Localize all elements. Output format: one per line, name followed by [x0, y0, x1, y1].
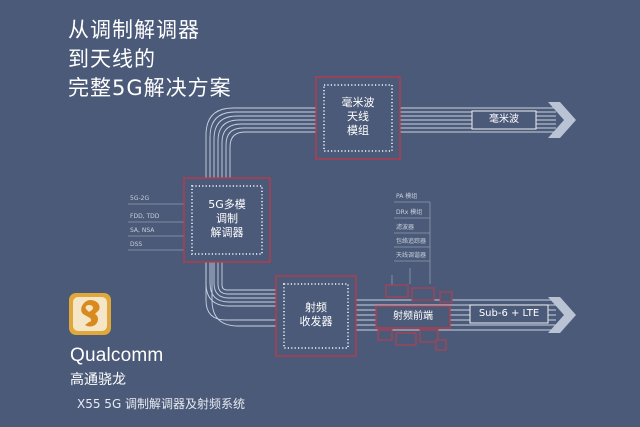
upper-signal-bus	[205, 107, 556, 178]
mmwave-output-label: 毫米波	[489, 114, 519, 125]
modem-label-line-3: 解调器	[210, 226, 244, 239]
headline-line-1: 从调制解调器	[68, 18, 200, 42]
mmwave-module-chip	[315, 76, 401, 160]
mmwave-label-line-1: 毫米波	[341, 96, 375, 109]
rffe-component-antenna-tuner: 天线调谐器	[396, 252, 427, 259]
rffe-component-filter: 滤波器	[396, 224, 415, 231]
headline-line-3: 完整5G解决方案	[68, 76, 232, 100]
transceiver-label-line-2: 收发器	[299, 315, 333, 328]
brand-wordmark: Qualcomm	[70, 345, 164, 366]
sub6-output-box	[469, 304, 549, 324]
mmwave-output-box	[471, 110, 537, 130]
mmwave-module-label: 毫米波 天线 模组	[316, 96, 400, 138]
rffe-chip-outline	[375, 305, 451, 329]
mmwave-label-line-3: 模组	[347, 124, 369, 137]
modem-chip	[183, 177, 271, 263]
headline-line-2: 到天线的	[68, 47, 156, 71]
mmwave-output-arrowhead	[548, 102, 576, 138]
snapdragon-logo-icon	[68, 292, 112, 336]
product-caption: X55 5G 调制解调器及射频系统	[77, 397, 246, 411]
modem-feature-5g-2g: 5G-2G	[130, 195, 150, 202]
rffe-component-connectors	[391, 201, 431, 290]
modem-label-line-1: 5G多模	[208, 198, 246, 211]
rffe-label: 射频前端	[393, 311, 433, 322]
sub6-output-arrowhead	[548, 297, 576, 333]
rffe-module-cluster	[377, 284, 453, 351]
rffe-component-pa: PA 模组	[396, 193, 418, 200]
modem-feature-dss: DSS	[130, 241, 143, 248]
modem-feature-fdd-tdd: FDD, TDD	[130, 213, 160, 220]
brand-name-cn: 高通骁龙	[70, 372, 126, 388]
headline: 从调制解调器 到天线的 完整5G解决方案	[68, 16, 232, 103]
modem-feature-lines	[128, 203, 184, 251]
transceiver-chip	[275, 275, 357, 357]
transceiver-label-line-1: 射频	[305, 301, 327, 314]
rffe-component-envelope-tracker: 包络追踪器	[396, 238, 427, 245]
sub6-output-label: Sub-6 + LTE	[478, 308, 540, 319]
transceiver-label: 射频 收发器	[276, 301, 356, 329]
rffe-component-drx: DRx 模组	[396, 209, 423, 216]
modem-label-line-2: 调制	[216, 212, 238, 225]
modem-feature-sa-nsa: SA, NSA	[130, 227, 155, 234]
mmwave-label-line-2: 天线	[347, 110, 369, 123]
modem-label: 5G多模 调制 解调器	[184, 198, 270, 240]
